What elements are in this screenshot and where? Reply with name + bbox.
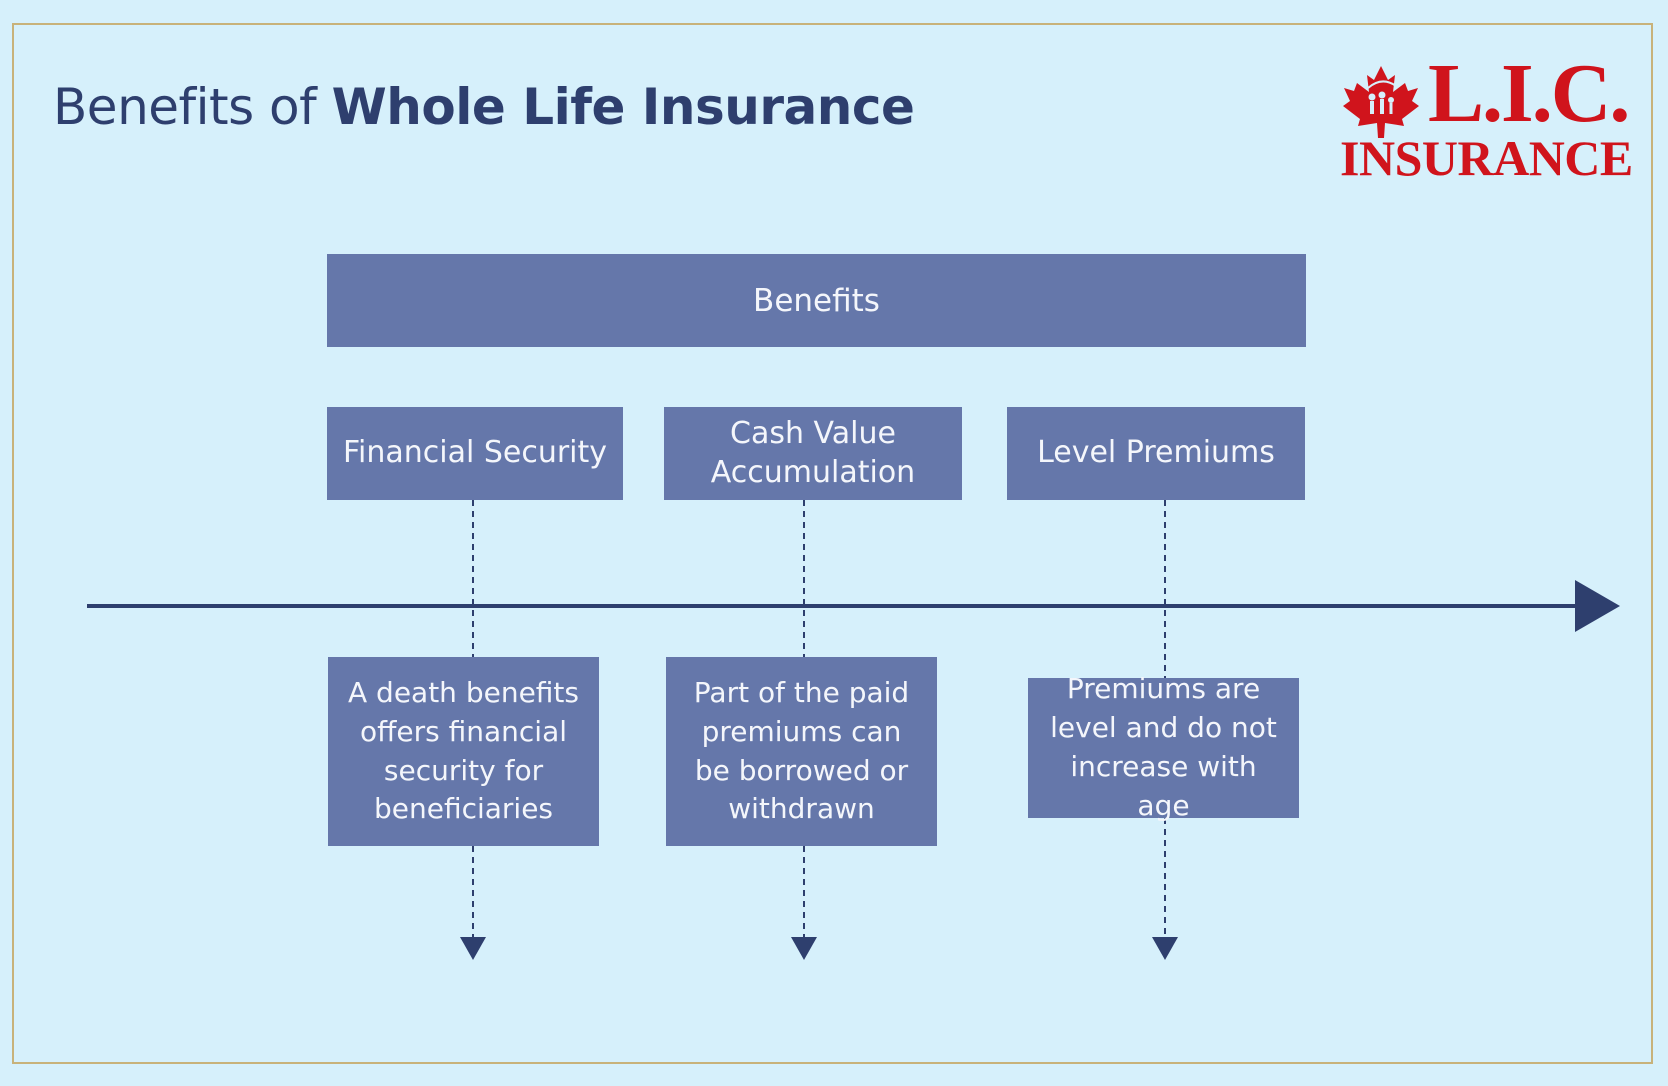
description-box-level-premiums: Premiums are level and do not increase w…	[1028, 672, 1299, 822]
description-box-financial-security: A death benefits offers financial securi…	[328, 657, 599, 846]
title-prefix: Benefits of	[53, 78, 317, 136]
logo-subtitle: INSURANCE	[1340, 130, 1633, 186]
description-box-cash-value: Part of the paid premiums can be borrowe…	[666, 657, 937, 846]
page-frame	[12, 23, 1653, 1064]
down-arrow-icon	[460, 937, 486, 960]
right-arrow-icon	[1575, 580, 1620, 632]
category-box-cash-value: Cash Value Accumulation	[664, 407, 962, 500]
lic-insurance-logo: L.I.C. INSURANCE	[1340, 52, 1633, 186]
logo-wordmark: L.I.C.	[1428, 47, 1630, 140]
maple-leaf-family-icon	[1343, 66, 1419, 138]
down-arrow-icon	[1152, 937, 1178, 960]
down-arrow-icon	[791, 937, 817, 960]
category-box-level-premiums: Level Premiums	[1007, 407, 1305, 500]
title-emphasis: Whole Life Insurance	[331, 78, 915, 136]
page-title: Benefits of Whole Life Insurance	[53, 78, 915, 136]
benefits-header-box: Benefits	[327, 254, 1306, 347]
category-box-financial-security: Financial Security	[327, 407, 623, 500]
